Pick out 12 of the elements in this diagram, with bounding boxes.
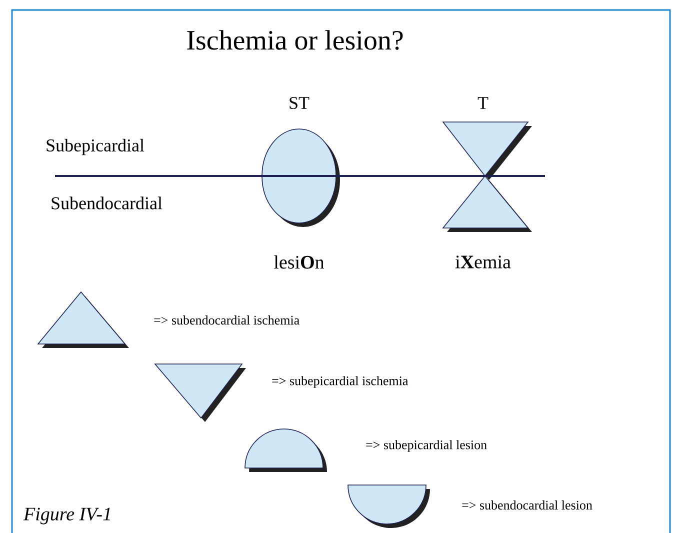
legend-text: => subendocardial ischemia <box>154 315 300 325</box>
legend-text: => subepicardial lesion <box>366 440 487 452</box>
legend-text: => subepicardial ischemia <box>272 376 408 388</box>
title: Ischemia or lesion? <box>187 30 403 50</box>
shape-label: lesiOn <box>274 255 324 269</box>
layer-label: Subepicardial <box>46 138 144 156</box>
shape-label: iXemia <box>455 256 511 268</box>
caption: Figure IV-1 <box>23 508 110 524</box>
wave-label: T <box>478 97 488 109</box>
legend-text: => subendocardial lesion <box>462 500 592 510</box>
layer-label: Subendocardial <box>52 196 162 210</box>
wave-label: ST <box>290 96 310 110</box>
